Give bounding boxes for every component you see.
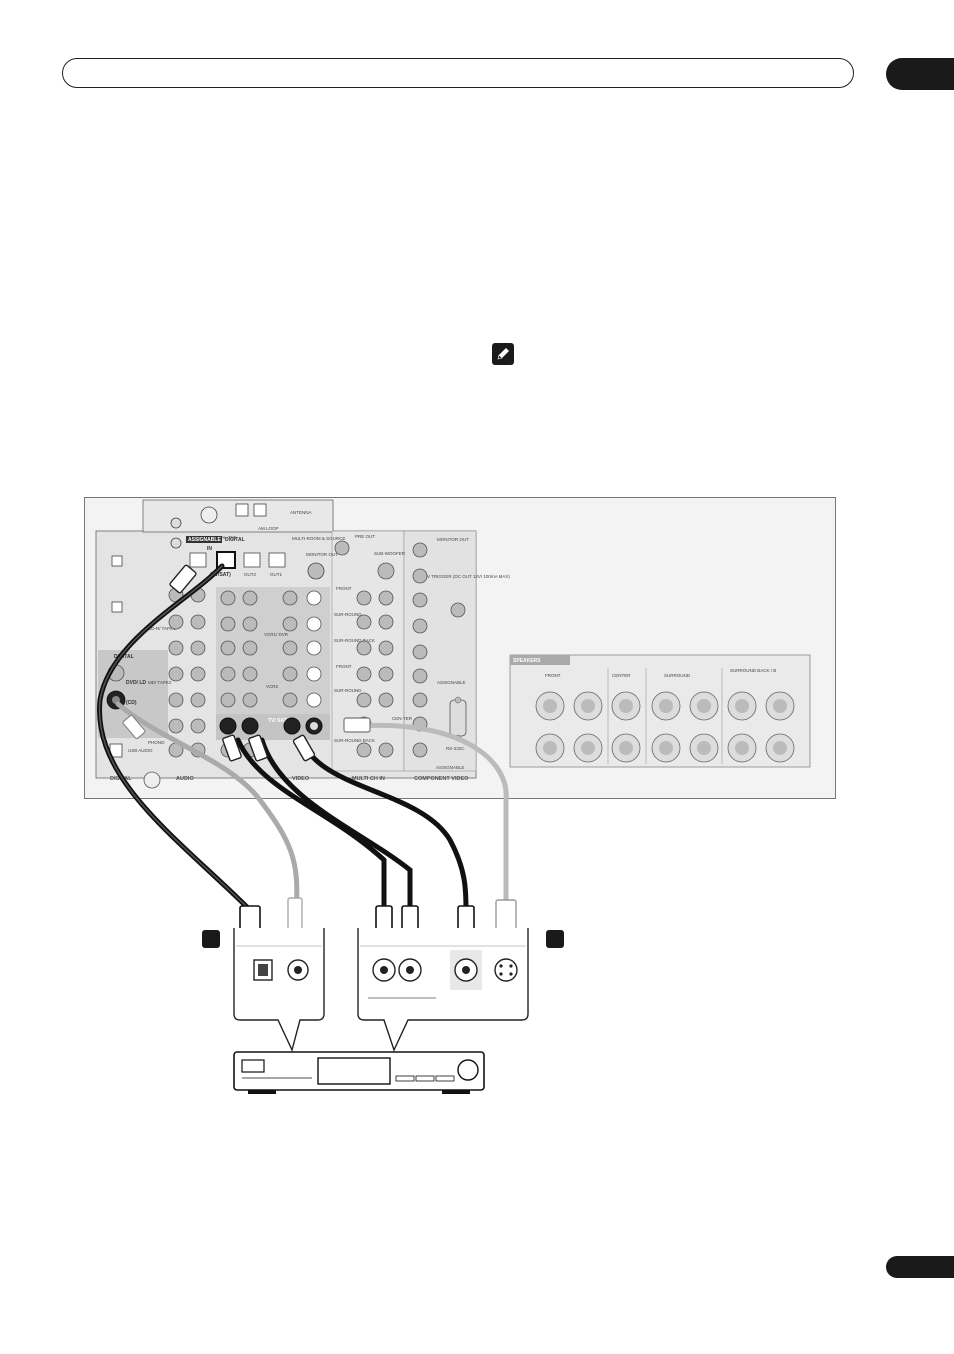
trigger-label: 12V TRIGGER (DC OUT 12V/ 100mA MAX)	[422, 574, 510, 579]
callout-marker-2	[546, 930, 564, 948]
surround-back-label-2: SUR-ROUND BACK	[334, 738, 375, 743]
source-device	[233, 1051, 485, 1094]
sp-surround-label: SURROUND	[664, 673, 691, 678]
note-pencil-icon	[492, 343, 514, 365]
section-multichin: MULTI CH IN	[352, 776, 385, 782]
header-bar	[62, 58, 854, 88]
vcr2-label: VCR2	[266, 684, 279, 689]
surround-back-label: SUR-ROUND BACK	[334, 638, 375, 643]
cdr-label: CD-R/ TAPE1	[148, 626, 176, 631]
digital-panel-label: DIGITAL	[114, 654, 134, 660]
audio-rca-jacks	[168, 587, 259, 758]
assignable-label-2: ASSIGNABLE	[437, 680, 466, 685]
sp-center-label: CENTER	[612, 673, 631, 678]
multiroom-label: MULTI-ROOM & SOURCE	[292, 536, 345, 541]
assignable-label: ASSIGNABLE	[188, 537, 221, 543]
speakers-panel: SPEAKERS FRONT CENTER SURROUND SURROUND …	[509, 654, 811, 768]
vcr1-label: VCR1/ DVR	[264, 632, 289, 637]
cables	[97, 563, 509, 913]
tvsat-label: (TV/SAT)	[210, 572, 231, 578]
in-label: IN	[207, 546, 212, 552]
speakers-label: SPEAKERS	[513, 658, 541, 664]
pre-out-label: PRE OUT	[355, 534, 375, 539]
surround-label-2: SUR-ROUND	[334, 688, 362, 693]
callout-panels	[233, 928, 529, 1053]
chapter-tab	[886, 58, 954, 90]
digital-label: DIGITAL	[225, 537, 245, 543]
usb-label: USB AUDIO	[128, 748, 153, 753]
section-component: COMPONENT VIDEO	[414, 776, 469, 782]
rs232-label: RS-232C	[446, 746, 465, 751]
callout-marker-1	[202, 930, 220, 948]
out1-label: OUT1	[270, 572, 282, 577]
phono-label: PHONO	[148, 740, 165, 745]
page-number-tab	[886, 1256, 954, 1278]
dvd-ld-label: DVD/ LD	[126, 680, 146, 686]
front-label: FRONT	[336, 586, 352, 591]
center-label: CEN-TER	[392, 716, 413, 721]
am-loop-label: AM LOOP	[258, 526, 279, 531]
monitor-out-label-2: MONITOR OUT	[437, 537, 469, 542]
out2-label: OUT2	[244, 572, 256, 577]
subwoofer-label: SUB-WOOFER	[374, 551, 406, 556]
section-audio: AUDIO	[176, 776, 194, 782]
antenna-label: ANTENNA	[290, 510, 312, 515]
sp-surround-back-label: SURROUND BACK / B	[730, 668, 776, 673]
video-jacks	[282, 590, 323, 735]
plug-heads-receiver	[122, 564, 371, 762]
mdtape-label: MD/ TAPE2	[148, 680, 172, 685]
sp-front-label: FRONT	[545, 673, 561, 678]
surround-label: SUR-ROUND	[334, 612, 362, 617]
monitor-out-label: MONITOR OUT	[306, 552, 338, 557]
assignable-label-3: ASSIGNABLE	[436, 765, 465, 770]
component-video-jacks	[412, 542, 467, 758]
tvsat-in-label: TV/ SAT IN	[268, 718, 294, 724]
receiver-panel	[95, 499, 477, 779]
front-label-2: FRONT	[336, 664, 352, 669]
section-video: VIDEO	[292, 776, 310, 782]
cd-label: (CD)	[126, 700, 137, 706]
digital-optical-row	[189, 503, 325, 580]
